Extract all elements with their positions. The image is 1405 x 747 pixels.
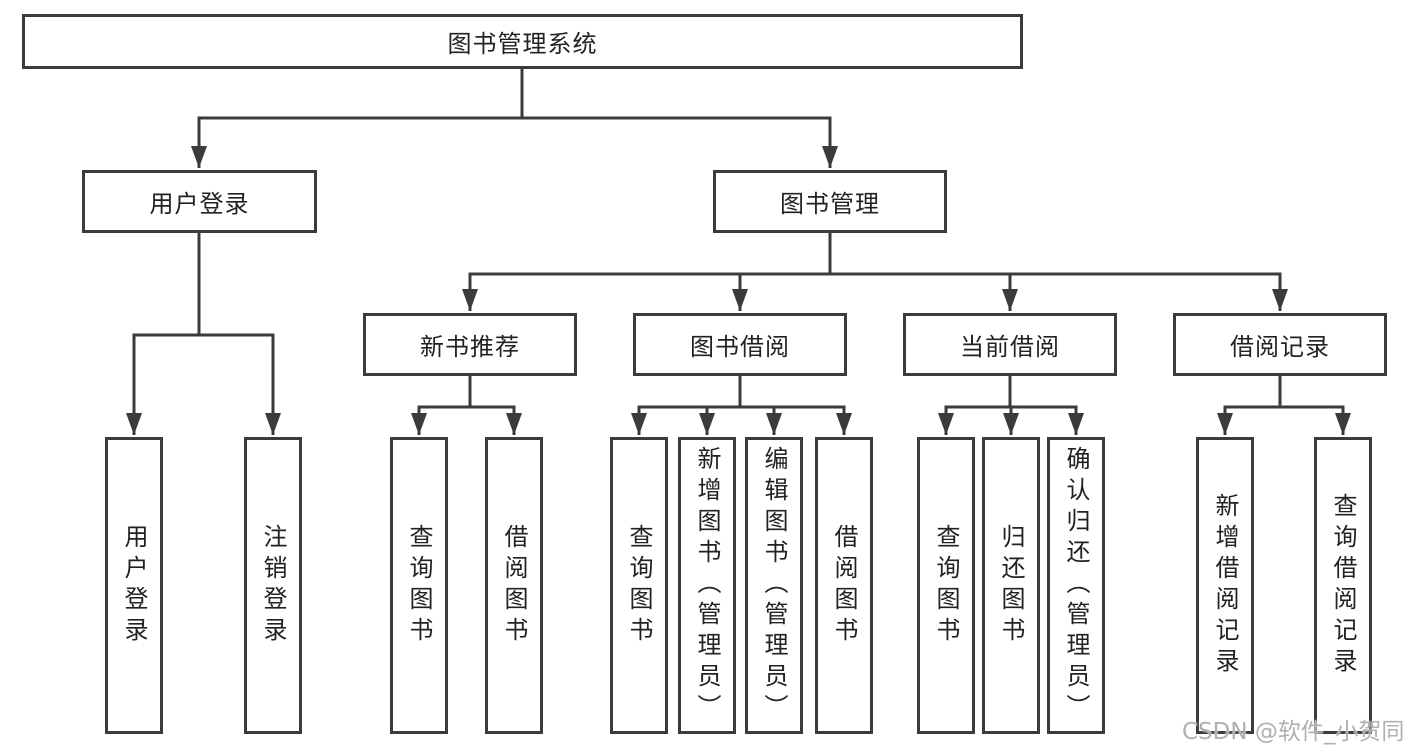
leaf-add-borrow-record: 新增借阅记录 (1196, 437, 1254, 734)
node-book-mgmt: 图书管理 (713, 170, 947, 233)
leaf-add-books-admin-label: 新增图书（管理员） (693, 446, 721, 725)
node-user-login: 用户登录 (82, 170, 317, 233)
leaf-query-borrow-record: 查询借阅记录 (1314, 437, 1372, 734)
node-new-book-rec: 新书推荐 (363, 313, 577, 376)
leaf-bb-query-books-label: 查询图书 (625, 523, 653, 648)
leaf-return-books-label: 归还图书 (997, 523, 1025, 648)
leaf-bb-borrow-books-label: 借阅图书 (830, 523, 858, 648)
leaf-rec-query-books-label: 查询图书 (405, 523, 433, 648)
node-book-borrow: 图书借阅 (633, 313, 847, 376)
leaf-logout: 注销登录 (244, 437, 302, 734)
leaf-return-books: 归还图书 (982, 437, 1040, 734)
leaf-edit-books-admin: 编辑图书（管理员） (745, 437, 803, 734)
leaf-cb-query-books: 查询图书 (917, 437, 975, 734)
connector-user-login-split (132, 233, 275, 337)
connector-borrow-records-split (1223, 376, 1345, 409)
leaf-confirm-return-admin: 确认归还（管理员） (1047, 437, 1105, 734)
connector-new-book-rec-split (417, 376, 516, 409)
leaf-confirm-return-admin-label: 确认归还（管理员） (1062, 446, 1090, 725)
connector-root-split (197, 69, 832, 120)
leaf-logout-label: 注销登录 (259, 523, 287, 648)
node-current-borrow: 当前借阅 (903, 313, 1117, 376)
node-root: 图书管理系统 (22, 14, 1023, 69)
leaf-bb-borrow-books: 借阅图书 (815, 437, 873, 734)
connector-book-borrow-split (637, 376, 846, 409)
connector-current-borrow-split (944, 376, 1078, 409)
leaf-add-books-admin: 新增图书（管理员） (678, 437, 736, 734)
connector-book-mgmt-split (468, 233, 1282, 276)
leaf-query-borrow-record-label: 查询借阅记录 (1329, 492, 1357, 679)
leaf-user-login: 用户登录 (105, 437, 163, 734)
leaf-add-borrow-record-label: 新增借阅记录 (1211, 492, 1239, 679)
leaf-cb-query-books-label: 查询图书 (932, 523, 960, 648)
leaf-rec-borrow-books: 借阅图书 (485, 437, 543, 734)
node-borrow-records: 借阅记录 (1173, 313, 1387, 376)
leaf-rec-borrow-books-label: 借阅图书 (500, 523, 528, 648)
csdn-watermark: CSDN @软件_小贺同学 (1182, 719, 1405, 745)
leaf-edit-books-admin-label: 编辑图书（管理员） (760, 446, 788, 725)
leaf-bb-query-books: 查询图书 (610, 437, 668, 734)
leaf-user-login-label: 用户登录 (120, 523, 148, 648)
leaf-rec-query-books: 查询图书 (390, 437, 448, 734)
